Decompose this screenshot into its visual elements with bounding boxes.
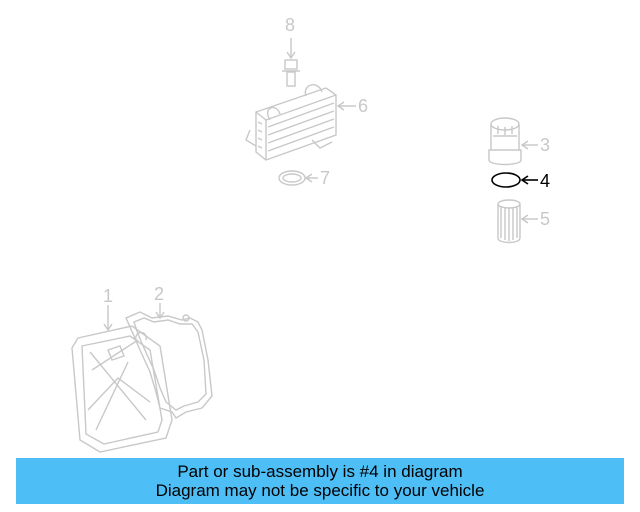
callout-2: 2 <box>154 284 164 304</box>
banner-line-1: Part or sub-assembly is #4 in diagram <box>177 462 463 481</box>
banner-line-2: Diagram may not be specific to your vehi… <box>155 481 485 500</box>
callout-3: 3 <box>540 135 550 155</box>
part-5-filter-element <box>497 199 538 244</box>
callout-4: 4 <box>540 171 550 191</box>
part-4-o-ring <box>491 172 538 188</box>
info-banner: Part or sub-assembly is #4 in diagram Di… <box>16 458 624 504</box>
callout-7: 7 <box>320 168 330 188</box>
part-7-seal <box>278 170 318 186</box>
callout-1: 1 <box>103 286 113 306</box>
part-1-oil-pan <box>71 305 173 453</box>
callout-6: 6 <box>358 96 368 116</box>
callout-5: 5 <box>540 209 550 229</box>
part-8-bolt <box>282 38 300 87</box>
callout-8: 8 <box>285 15 295 35</box>
part-6-oil-cooler <box>245 84 356 161</box>
part-3-filter-cap <box>488 117 538 166</box>
